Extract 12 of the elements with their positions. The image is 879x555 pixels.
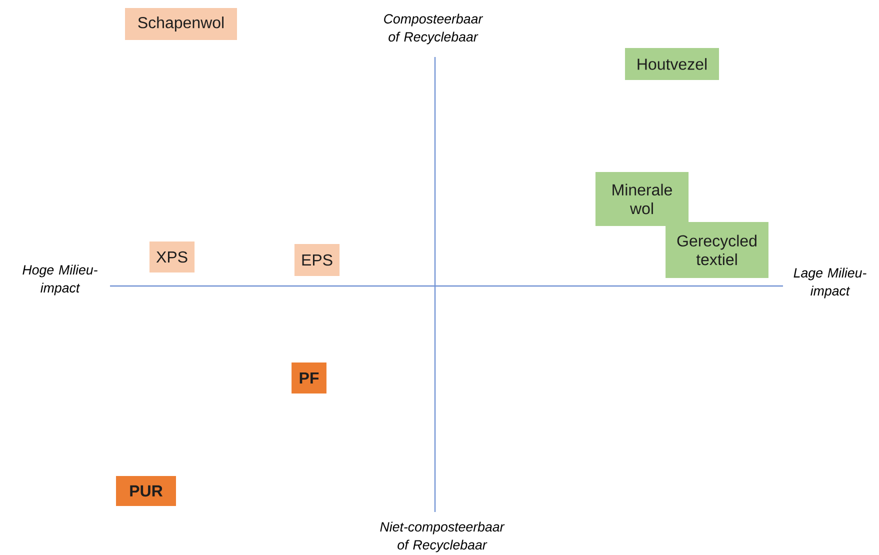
material-box: Houtvezel bbox=[625, 48, 719, 80]
axis-label: Lage Milieu-impact bbox=[794, 268, 866, 298]
material-box: PF bbox=[292, 362, 326, 394]
axis-label: Niet-composteerbaar of Recyclebaar bbox=[380, 522, 505, 552]
material-box: EPS bbox=[294, 244, 340, 276]
material-box: Schapenwol bbox=[125, 8, 237, 40]
axis-label: Hoge Milieu-impact bbox=[22, 264, 98, 296]
material-box: Gerecycled textiel bbox=[666, 222, 768, 278]
material-box: XPS bbox=[149, 242, 195, 272]
axis-label: Composteerbaar of Recyclebaar bbox=[384, 14, 484, 44]
material-box: PUR bbox=[116, 476, 176, 506]
material-box: Minerale wol bbox=[595, 172, 689, 226]
